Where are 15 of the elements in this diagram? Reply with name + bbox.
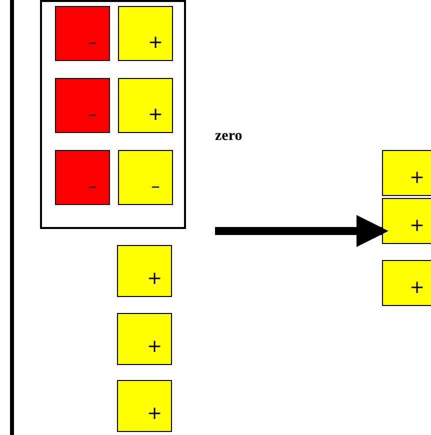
sign-tile: +	[382, 260, 431, 306]
sign-tile: –	[55, 78, 110, 133]
sign-tile: +	[117, 313, 172, 365]
sign-tile: +	[117, 380, 172, 432]
sign-tile: +	[118, 78, 173, 133]
arrow	[215, 215, 388, 247]
sign-tile: +	[382, 198, 431, 244]
sign-tile: +	[117, 245, 172, 297]
note-label: zero	[215, 128, 242, 145]
sign-tile: +	[382, 150, 431, 196]
group-frame	[40, 0, 186, 229]
sign-tile: +	[118, 6, 173, 61]
sign-tile: –	[118, 150, 173, 205]
sign-tile: –	[55, 150, 110, 205]
sign-tile: –	[55, 6, 110, 61]
